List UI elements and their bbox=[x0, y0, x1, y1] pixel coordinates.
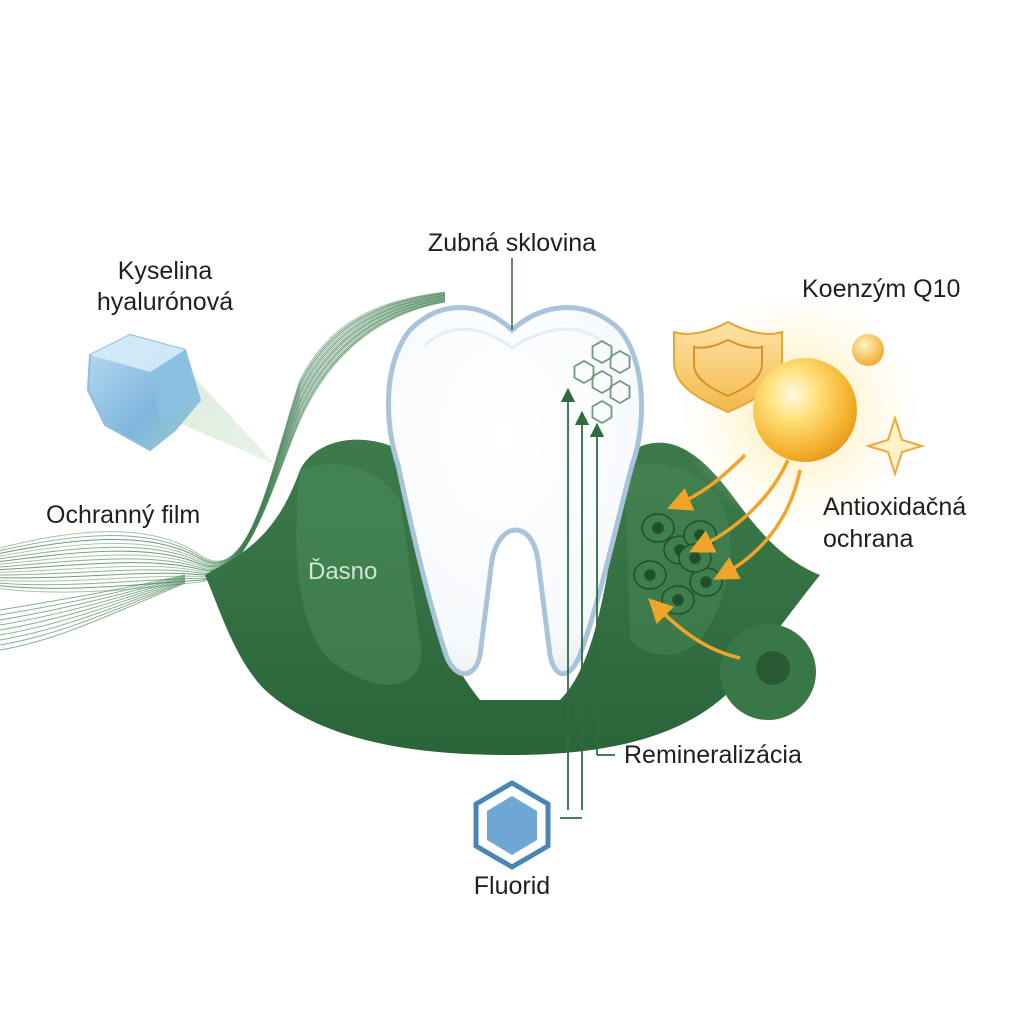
sparkle-icon bbox=[864, 414, 926, 478]
lattice-hexagon bbox=[609, 379, 631, 405]
label-gum: Ďasno bbox=[308, 558, 378, 585]
film-line bbox=[0, 578, 186, 631]
film-line bbox=[0, 294, 446, 568]
fluoride-hexagon-icon bbox=[473, 780, 551, 870]
lattice-hexagon bbox=[573, 359, 595, 385]
label-protective-film: Ochranný film bbox=[46, 501, 201, 529]
gum-cell-nucleus bbox=[700, 576, 712, 588]
film-line bbox=[0, 577, 186, 626]
gum-cell-nucleus bbox=[652, 522, 664, 534]
label-hyaluronic-2: hyalurónová bbox=[96, 288, 234, 316]
film-line bbox=[0, 580, 186, 641]
film-line bbox=[0, 575, 186, 616]
label-enamel: Zubná sklovina bbox=[427, 229, 597, 257]
tooth bbox=[385, 305, 645, 677]
label-antioxidant-2: ochrana bbox=[823, 525, 914, 553]
film-line bbox=[0, 574, 186, 611]
film-line bbox=[0, 582, 186, 651]
film-line bbox=[0, 292, 446, 564]
lattice-hexagon bbox=[591, 339, 613, 365]
cell-icon bbox=[720, 624, 816, 720]
film-line bbox=[0, 581, 186, 646]
film-line bbox=[0, 298, 446, 579]
gum-cell-nucleus bbox=[689, 552, 701, 564]
label-antioxidant-1: Antioxidačná bbox=[823, 493, 967, 521]
q10-small-sphere bbox=[852, 334, 884, 366]
lattice-hexagon bbox=[591, 369, 613, 395]
label-fluoride: Fluorid bbox=[473, 872, 551, 900]
gum-cell-nucleus bbox=[672, 594, 684, 606]
gum-cell-nucleus bbox=[694, 529, 706, 541]
mineral-lattice bbox=[573, 339, 631, 425]
lattice-hexagon bbox=[609, 349, 631, 375]
q10-sphere-icon bbox=[753, 358, 857, 462]
label-coenzyme-q10: Koenzým Q10 bbox=[802, 275, 961, 303]
label-hyaluronic-1: Kyselina bbox=[117, 257, 213, 285]
remineralization-arrows bbox=[560, 387, 615, 819]
film-line bbox=[0, 300, 446, 589]
gum-cell-nucleus bbox=[644, 569, 656, 581]
antioxidant-arrows bbox=[648, 453, 802, 660]
label-remineralization: Remineralizácia bbox=[624, 741, 802, 769]
film-line bbox=[0, 576, 186, 621]
hyaluronic-crystal-icon bbox=[86, 333, 276, 465]
film-line bbox=[0, 579, 186, 636]
film-line bbox=[0, 296, 446, 572]
shield-icon bbox=[673, 320, 783, 414]
protective-film-lines bbox=[0, 291, 446, 651]
